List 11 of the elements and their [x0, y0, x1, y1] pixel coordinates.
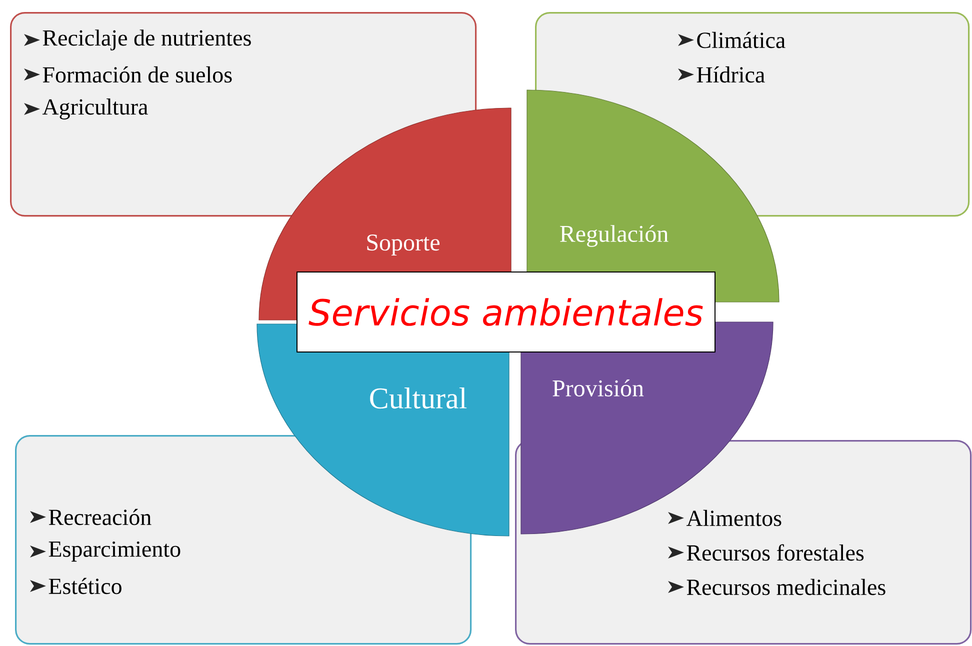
list-item: Estético [48, 578, 122, 594]
list-item: Agricultura [42, 98, 148, 120]
list-item: Formación de suelos [42, 66, 232, 83]
list-item: Climática [697, 32, 786, 48]
title-box: Servicios ambientales [296, 272, 716, 352]
list-item: Recursos forestales [686, 544, 864, 561]
list-item: Esparcimiento [48, 541, 180, 562]
list-item: Recursos medicinales [686, 578, 886, 596]
list-item: Recreación [48, 508, 152, 526]
list-item: Reciclaje de nutrientes [42, 30, 251, 50]
list-item: Hídrica [696, 66, 765, 83]
